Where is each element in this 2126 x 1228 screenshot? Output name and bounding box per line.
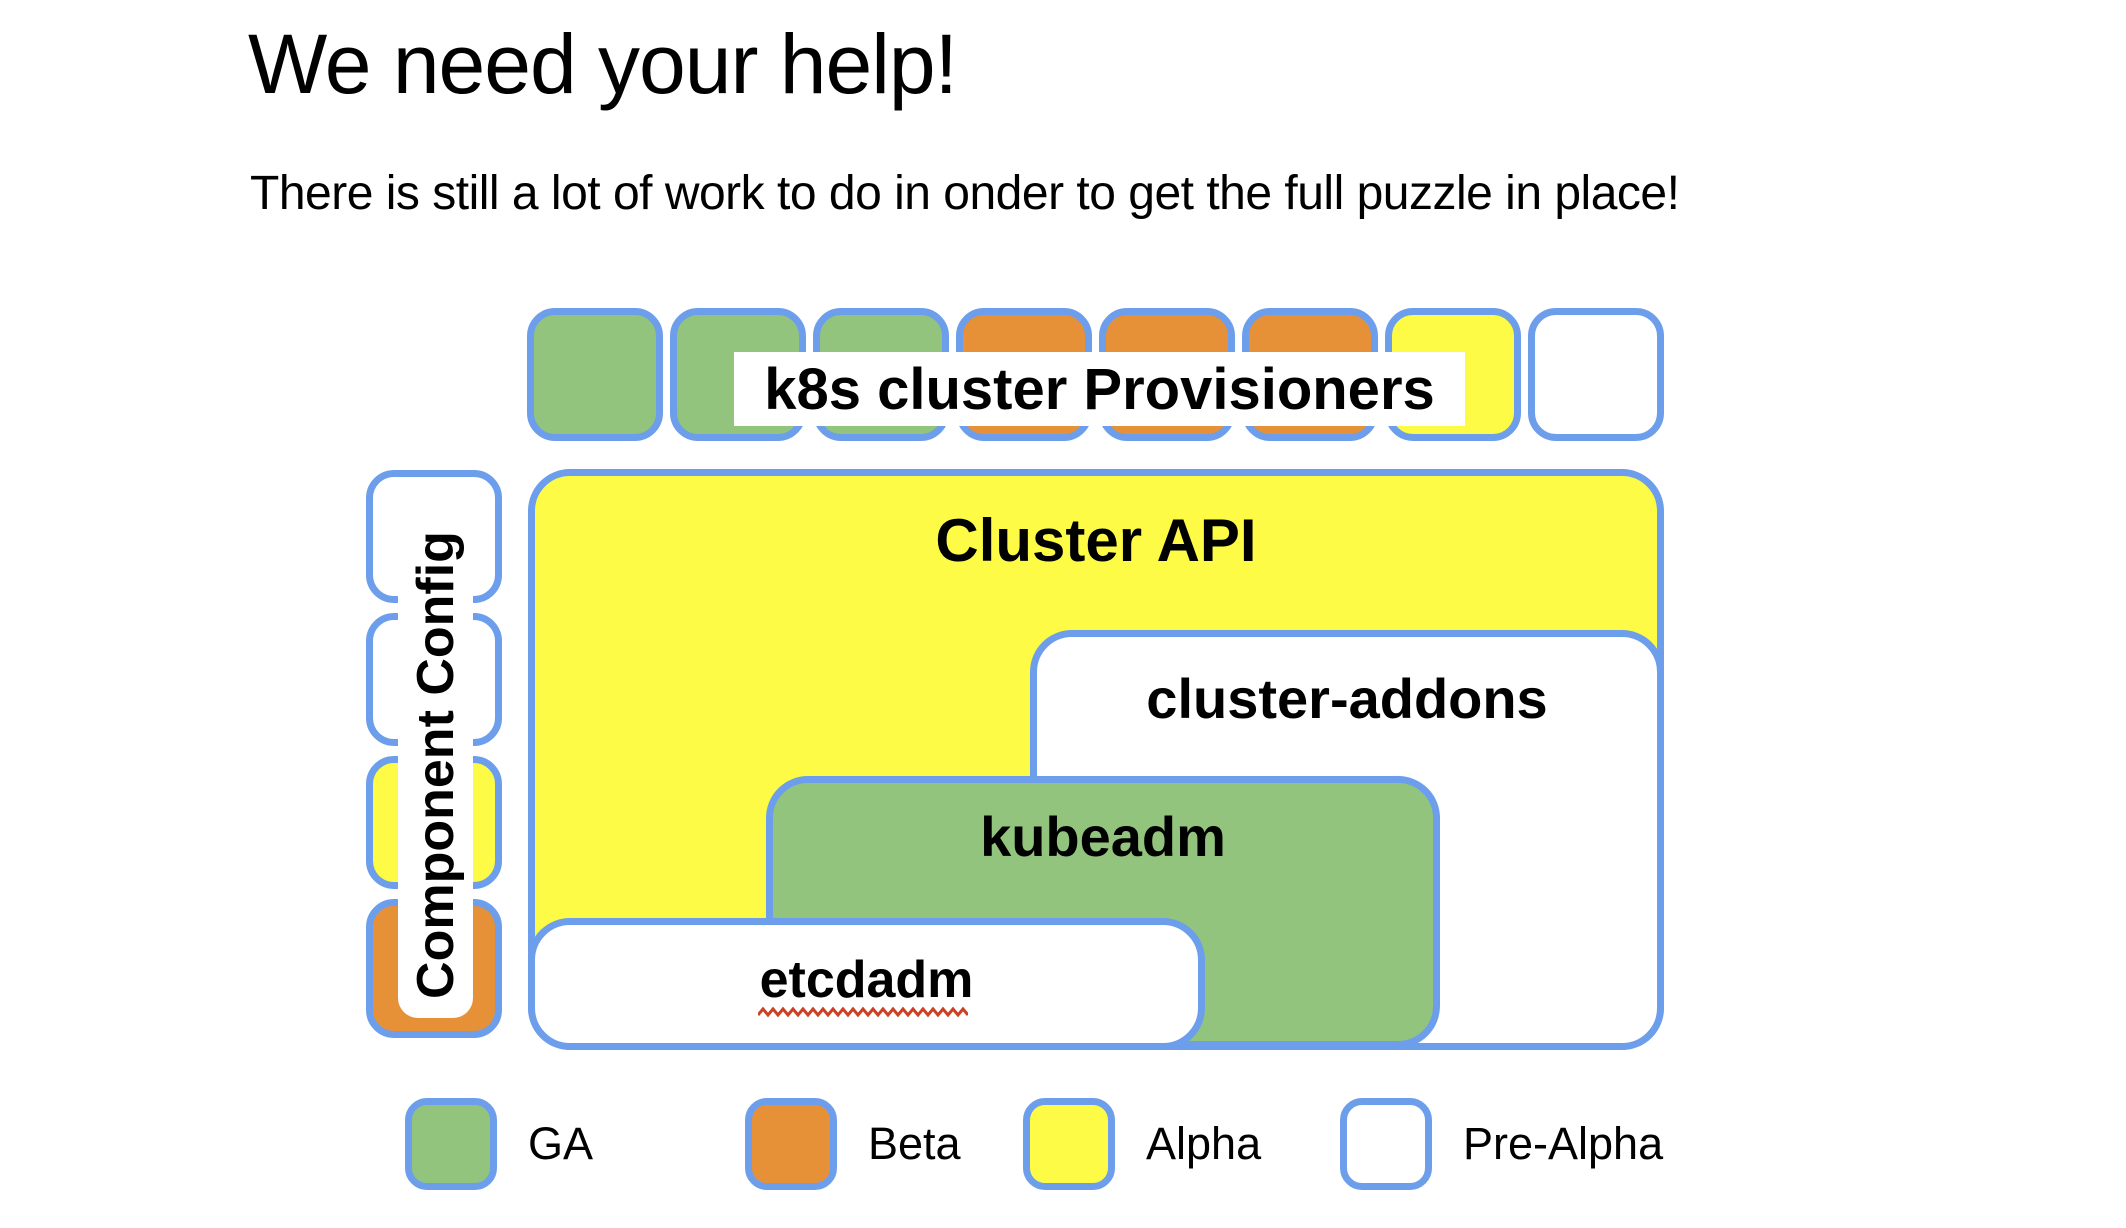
component-config-label: Component Config <box>398 512 473 1018</box>
puzzle-piece-provisioner <box>527 308 663 441</box>
legend-label: GA <box>528 1118 594 1169</box>
cluster-addons-label: cluster-addons <box>1146 667 1548 730</box>
etcdadm-box <box>528 918 1205 1050</box>
legend-swatch <box>405 1098 497 1190</box>
slide-subtitle: There is still a lot of work to do in on… <box>250 167 1680 220</box>
provisioners-row-label: k8s cluster Provisioners <box>734 352 1465 426</box>
etcdadm-label: etcdadm <box>759 951 974 1009</box>
legend-swatch <box>1023 1098 1115 1190</box>
legend-label: Beta <box>868 1118 961 1169</box>
kubeadm-label: kubeadm <box>980 805 1226 868</box>
cluster-api-label: Cluster API <box>935 507 1257 574</box>
legend-label: Pre-Alpha <box>1463 1118 1664 1169</box>
legend-label: Alpha <box>1146 1118 1262 1169</box>
spellcheck-squiggle <box>756 1005 970 1023</box>
legend-swatch <box>745 1098 837 1190</box>
provisioners-row-label-text: k8s cluster Provisioners <box>764 356 1435 422</box>
component-config-label-text: Component Config <box>406 531 465 999</box>
puzzle-piece-provisioner <box>1528 308 1664 441</box>
slide-title: We need your help! <box>248 17 958 111</box>
legend-swatch <box>1340 1098 1432 1190</box>
